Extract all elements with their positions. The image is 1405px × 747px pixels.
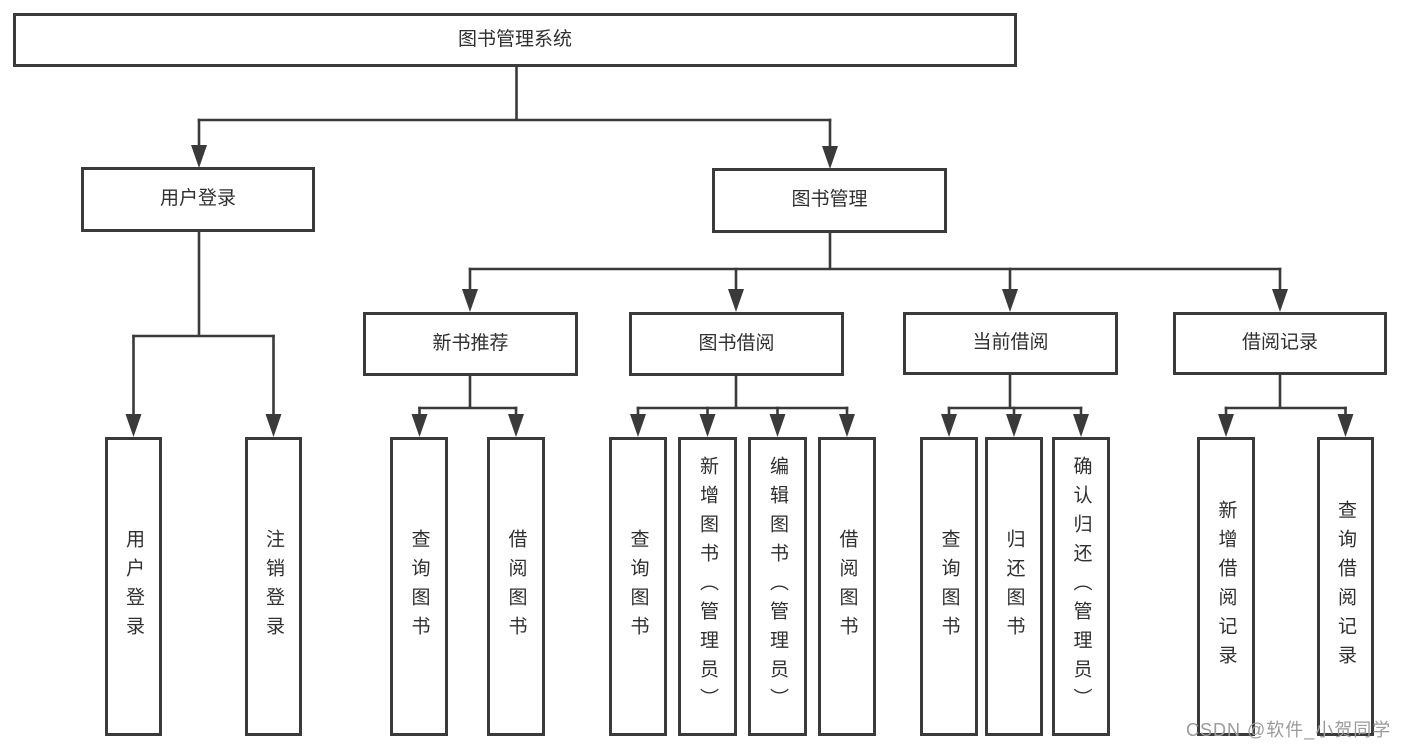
leaf-records-query-record-label: 查询借阅记录: [1335, 499, 1356, 674]
leaf-current-query-books: 查询图书: [920, 437, 978, 736]
leaf-borrow-borrow-books-label: 借阅图书: [836, 528, 858, 645]
node-borrow-records: 借阅记录: [1173, 312, 1387, 375]
connector-book-management-to-level3: [462, 232, 1288, 312]
leaf-recommend-query-books: 查询图书: [390, 437, 448, 736]
leaf-current-query-books-label: 查询图书: [938, 528, 960, 645]
leaf-borrow-query-books-label: 查询图书: [627, 528, 649, 645]
connector-current-borrow-to-leaves: [941, 374, 1089, 437]
node-library-system: 图书管理系统: [13, 13, 1017, 67]
connector-root-to-level2: [191, 67, 838, 169]
leaf-borrow-edit-books-admin-label: 编辑图书（管理员）: [767, 456, 788, 717]
connector-new-book-recommend-to-leaves: [411, 375, 524, 437]
leaf-recommend-query-books-label: 查询图书: [408, 528, 430, 645]
leaf-logout-label: 注销登录: [263, 528, 284, 645]
leaf-current-return-books: 归还图书: [985, 437, 1043, 736]
watermark: CSDN @软件_小贺同学: [1186, 720, 1392, 740]
leaf-current-return-books-label: 归还图书: [1003, 528, 1025, 645]
node-new-book-recommend: 新书推荐: [363, 312, 578, 376]
node-user-login: 用户登录: [81, 167, 315, 232]
leaf-recommend-borrow-books-label: 借阅图书: [505, 528, 527, 645]
leaf-records-add-record: 新增借阅记录: [1197, 437, 1255, 736]
leaf-recommend-borrow-books: 借阅图书: [487, 437, 545, 736]
node-book-management: 图书管理: [712, 168, 947, 233]
leaf-user-login: 用户登录: [105, 437, 162, 736]
leaf-records-query-record: 查询借阅记录: [1317, 437, 1374, 736]
leaf-borrow-borrow-books: 借阅图书: [818, 437, 876, 736]
connector-user-login-to-leaves: [125, 231, 282, 437]
connector-borrow-records-to-leaves: [1218, 374, 1354, 437]
leaf-current-confirm-return-admin: 确认归还（管理员）: [1052, 437, 1110, 736]
leaf-borrow-add-books-admin-label: 新增图书（管理员）: [697, 456, 718, 717]
connector-book-borrow-to-leaves: [630, 375, 855, 437]
node-current-borrow: 当前借阅: [903, 312, 1118, 375]
node-book-borrow: 图书借阅: [629, 312, 844, 376]
leaf-borrow-query-books: 查询图书: [609, 437, 667, 736]
leaf-user-login-label: 用户登录: [123, 528, 144, 645]
leaf-records-add-record-label: 新增借阅记录: [1215, 499, 1237, 674]
leaf-borrow-edit-books-admin: 编辑图书（管理员）: [748, 437, 807, 736]
leaf-borrow-add-books-admin: 新增图书（管理员）: [678, 437, 737, 736]
leaf-current-confirm-return-admin-label: 确认归还（管理员）: [1070, 456, 1092, 717]
leaf-logout: 注销登录: [245, 437, 302, 736]
